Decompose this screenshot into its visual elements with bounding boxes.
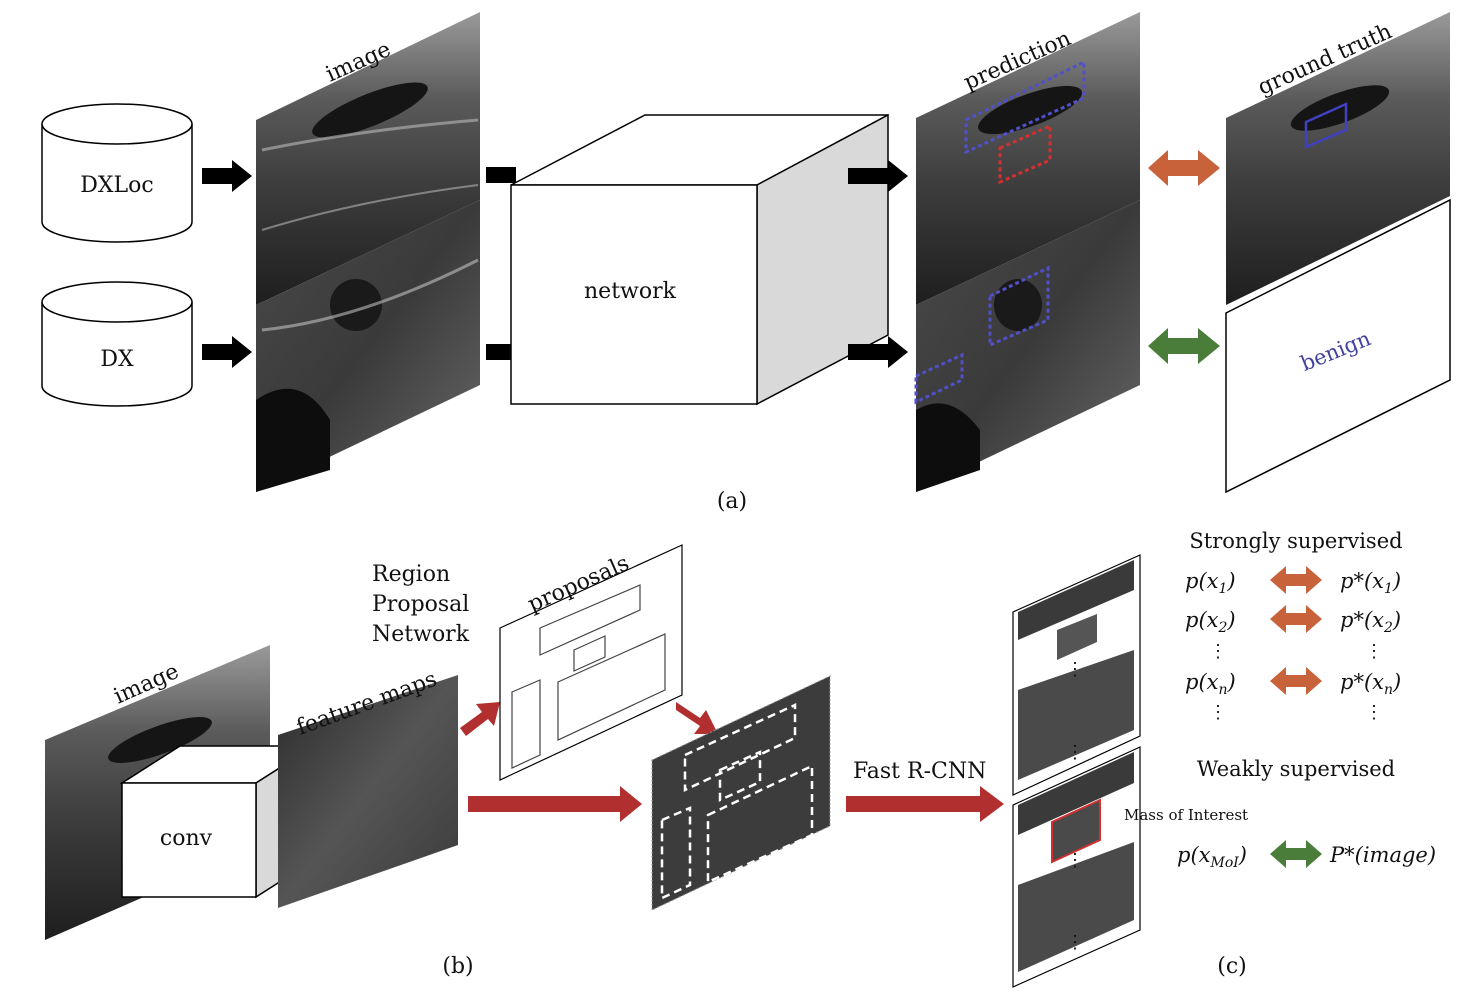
panel-c: ⋮ ⋮ ⋮ ⋮ Mass of Interest Strongly superv…: [1012, 529, 1436, 988]
ellipsis-2: ⋮: [1066, 742, 1084, 763]
strong-row-1: p(x1) p*(x1): [1185, 566, 1401, 597]
crop-stack-strong: ⋮ ⋮: [1012, 554, 1141, 796]
svg-text:p(xn): p(xn): [1185, 670, 1236, 698]
svg-text:p(x1): p(x1): [1185, 569, 1236, 597]
svg-text:P*(image): P*(image): [1329, 843, 1436, 867]
panel-b: image conv feature maps Region Proposal …: [45, 544, 1004, 979]
weak-row: p(xMoI) P*(image): [1177, 840, 1436, 871]
crop-stack-weak: ⋮ ⋮: [1012, 746, 1141, 988]
weak-arrow-icon: [1270, 840, 1322, 868]
arrow-icon: [486, 344, 516, 360]
ellipsis-3: ⋮: [1066, 850, 1084, 871]
rpn-label-line-3: Network: [372, 622, 470, 647]
svg-text:p(xMoI): p(xMoI): [1177, 843, 1247, 871]
ellipsis-1: ⋮: [1066, 659, 1084, 680]
proposals-panel: [499, 544, 683, 781]
arrow-icon: [848, 160, 908, 192]
strong-title: Strongly supervised: [1189, 529, 1402, 553]
caption-a: (a): [717, 489, 747, 514]
arrow-icon: [676, 702, 718, 734]
svg-text:p*(xn): p*(xn): [1340, 670, 1401, 698]
ellipsis-8: ⋮: [1365, 702, 1383, 723]
caption-b: (b): [442, 954, 473, 979]
ellipsis-6: ⋮: [1365, 641, 1383, 662]
caption-c: (c): [1217, 954, 1247, 979]
input-image-top: [256, 12, 480, 305]
input-image-bottom: [256, 200, 480, 492]
weak-supervision-arrow-icon: [1148, 328, 1220, 364]
strong-supervision-arrow-icon: [1148, 150, 1220, 186]
ellipsis-7: ⋮: [1209, 702, 1227, 723]
prediction-image-bottom: [914, 200, 1140, 492]
ground-truth-image: [1226, 12, 1450, 305]
rpn-label-line-1: Region: [372, 562, 450, 587]
strong-row-n: p(xn) p*(xn): [1185, 667, 1401, 698]
conv-label: conv: [160, 826, 213, 851]
strong-arrow-icon: [1270, 566, 1322, 594]
arrow-icon: [202, 160, 252, 192]
svg-text:p(x2): p(x2): [1185, 608, 1236, 636]
panel-a: DXLoc DX image: [41, 12, 1451, 514]
mass-of-interest-label: Mass of Interest: [1124, 806, 1248, 824]
strong-row-2: p(x2) p*(x2): [1185, 605, 1401, 636]
dx-label: DX: [100, 347, 134, 372]
benign-label-panel: [1225, 198, 1451, 494]
weak-title: Weakly supervised: [1197, 757, 1395, 781]
strong-arrow-icon: [1270, 605, 1322, 633]
ellipsis-5: ⋮: [1209, 641, 1227, 662]
roi-feature-map: [651, 675, 831, 911]
network-cube: [510, 113, 889, 406]
arrow-icon: [202, 336, 252, 368]
prediction-image-top: [916, 12, 1140, 305]
feature-maps-image: [278, 675, 458, 908]
arrow-icon: [460, 702, 500, 736]
arrow-icon: [486, 167, 516, 183]
network-label: network: [584, 279, 677, 304]
dx-database-icon: [41, 281, 193, 407]
svg-text:p*(x2): p*(x2): [1340, 608, 1401, 636]
strong-arrow-icon: [1270, 667, 1322, 695]
dxloc-label: DXLoc: [80, 173, 153, 198]
dxloc-database-icon: [41, 103, 193, 243]
fast-rcnn-label: Fast R-CNN: [853, 759, 986, 784]
arrow-icon: [468, 786, 642, 822]
arrow-icon: [848, 336, 908, 368]
rpn-label-line-2: Proposal: [372, 592, 469, 617]
arrow-icon: [846, 786, 1004, 822]
ellipsis-4: ⋮: [1066, 932, 1084, 953]
svg-text:p*(x1): p*(x1): [1340, 569, 1401, 597]
